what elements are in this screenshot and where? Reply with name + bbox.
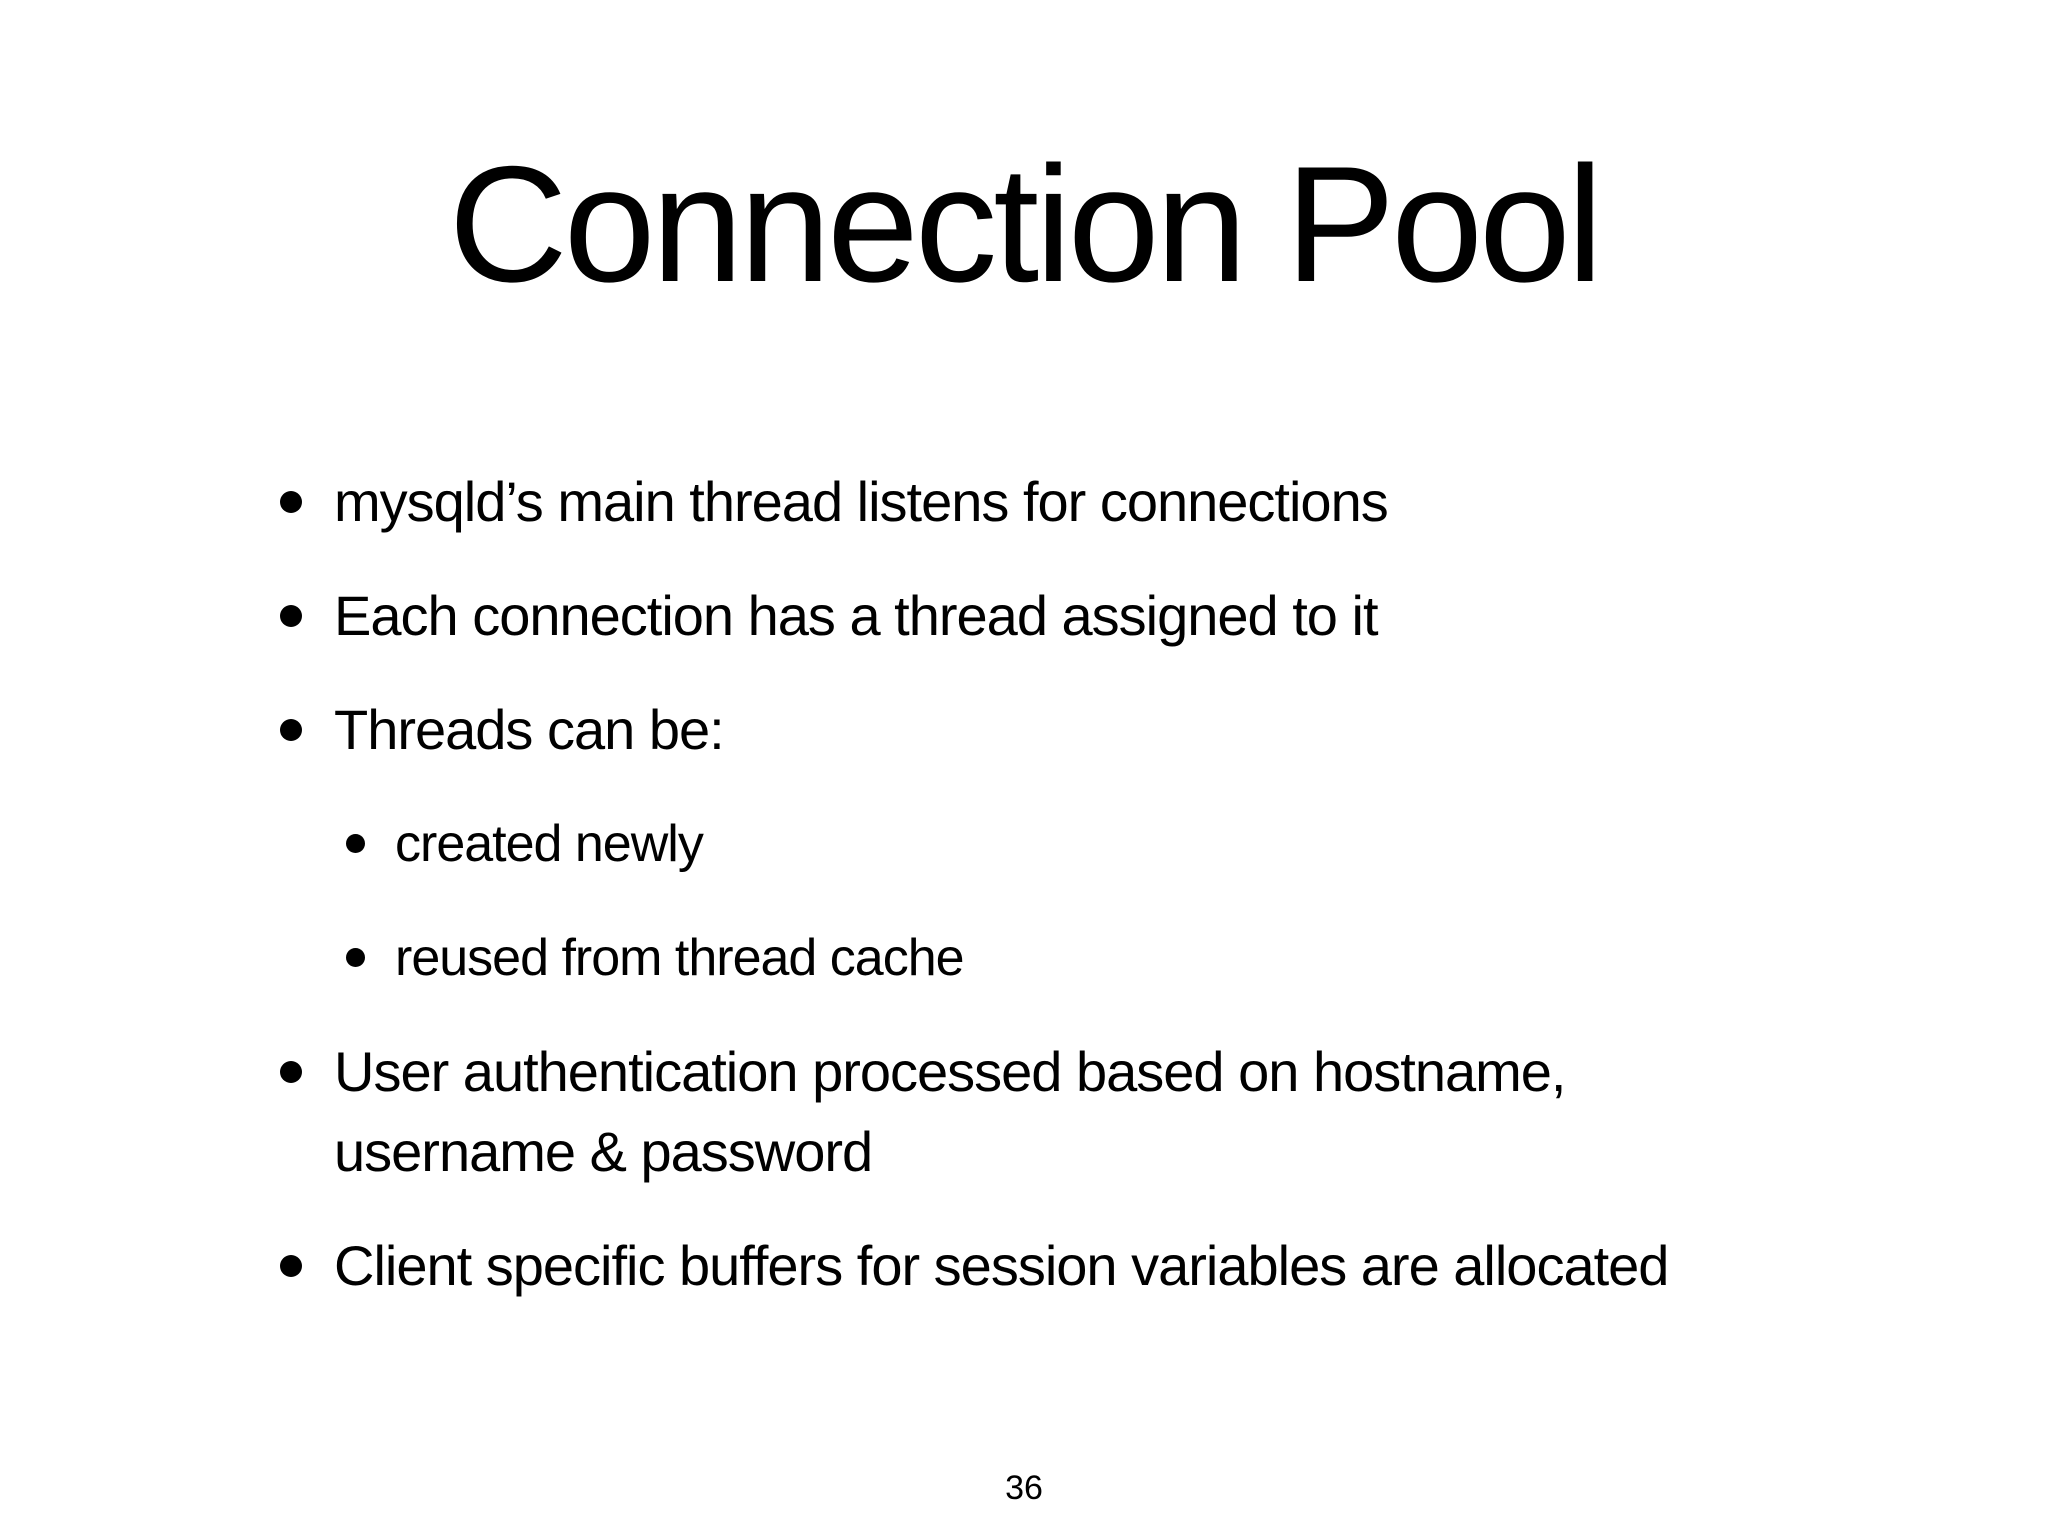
bullet-item: User authentication processed based on h… — [280, 1032, 1928, 1192]
bullet-text: User authentication processed based on h… — [334, 1040, 1566, 1183]
bullet-text: Client specific buffers for session vari… — [334, 1234, 1669, 1297]
bullet-dot-icon — [280, 491, 302, 513]
slide-title: Connection Pool — [448, 132, 1604, 316]
bullet-item-sub: reused from thread cache — [346, 918, 1928, 998]
bullet-text: created newly — [395, 815, 704, 873]
bullet-dot-icon — [280, 605, 302, 627]
bullet-item: mysqld’s main thread listens for connect… — [280, 462, 1928, 542]
page-number: 36 — [1005, 1469, 1043, 1507]
bullet-dot-icon — [280, 1255, 302, 1277]
bullet-item-sub: created newly — [346, 804, 1928, 884]
bullet-dot-icon — [346, 948, 365, 967]
bullet-dot-icon — [346, 834, 365, 853]
bullet-text: Threads can be: — [334, 698, 725, 761]
bullet-text: reused from thread cache — [395, 929, 965, 987]
bullet-dot-icon — [280, 1061, 302, 1083]
bullet-list: mysqld’s main thread listens for connect… — [280, 462, 1928, 1340]
bullet-item: Threads can be: — [280, 690, 1928, 770]
bullet-text: Each connection has a thread assigned to… — [334, 584, 1379, 647]
bullet-dot-icon — [280, 719, 302, 741]
bullet-item: Each connection has a thread assigned to… — [280, 576, 1928, 656]
bullet-text: mysqld’s main thread listens for connect… — [334, 470, 1389, 533]
bullet-item: Client specific buffers for session vari… — [280, 1226, 1928, 1306]
